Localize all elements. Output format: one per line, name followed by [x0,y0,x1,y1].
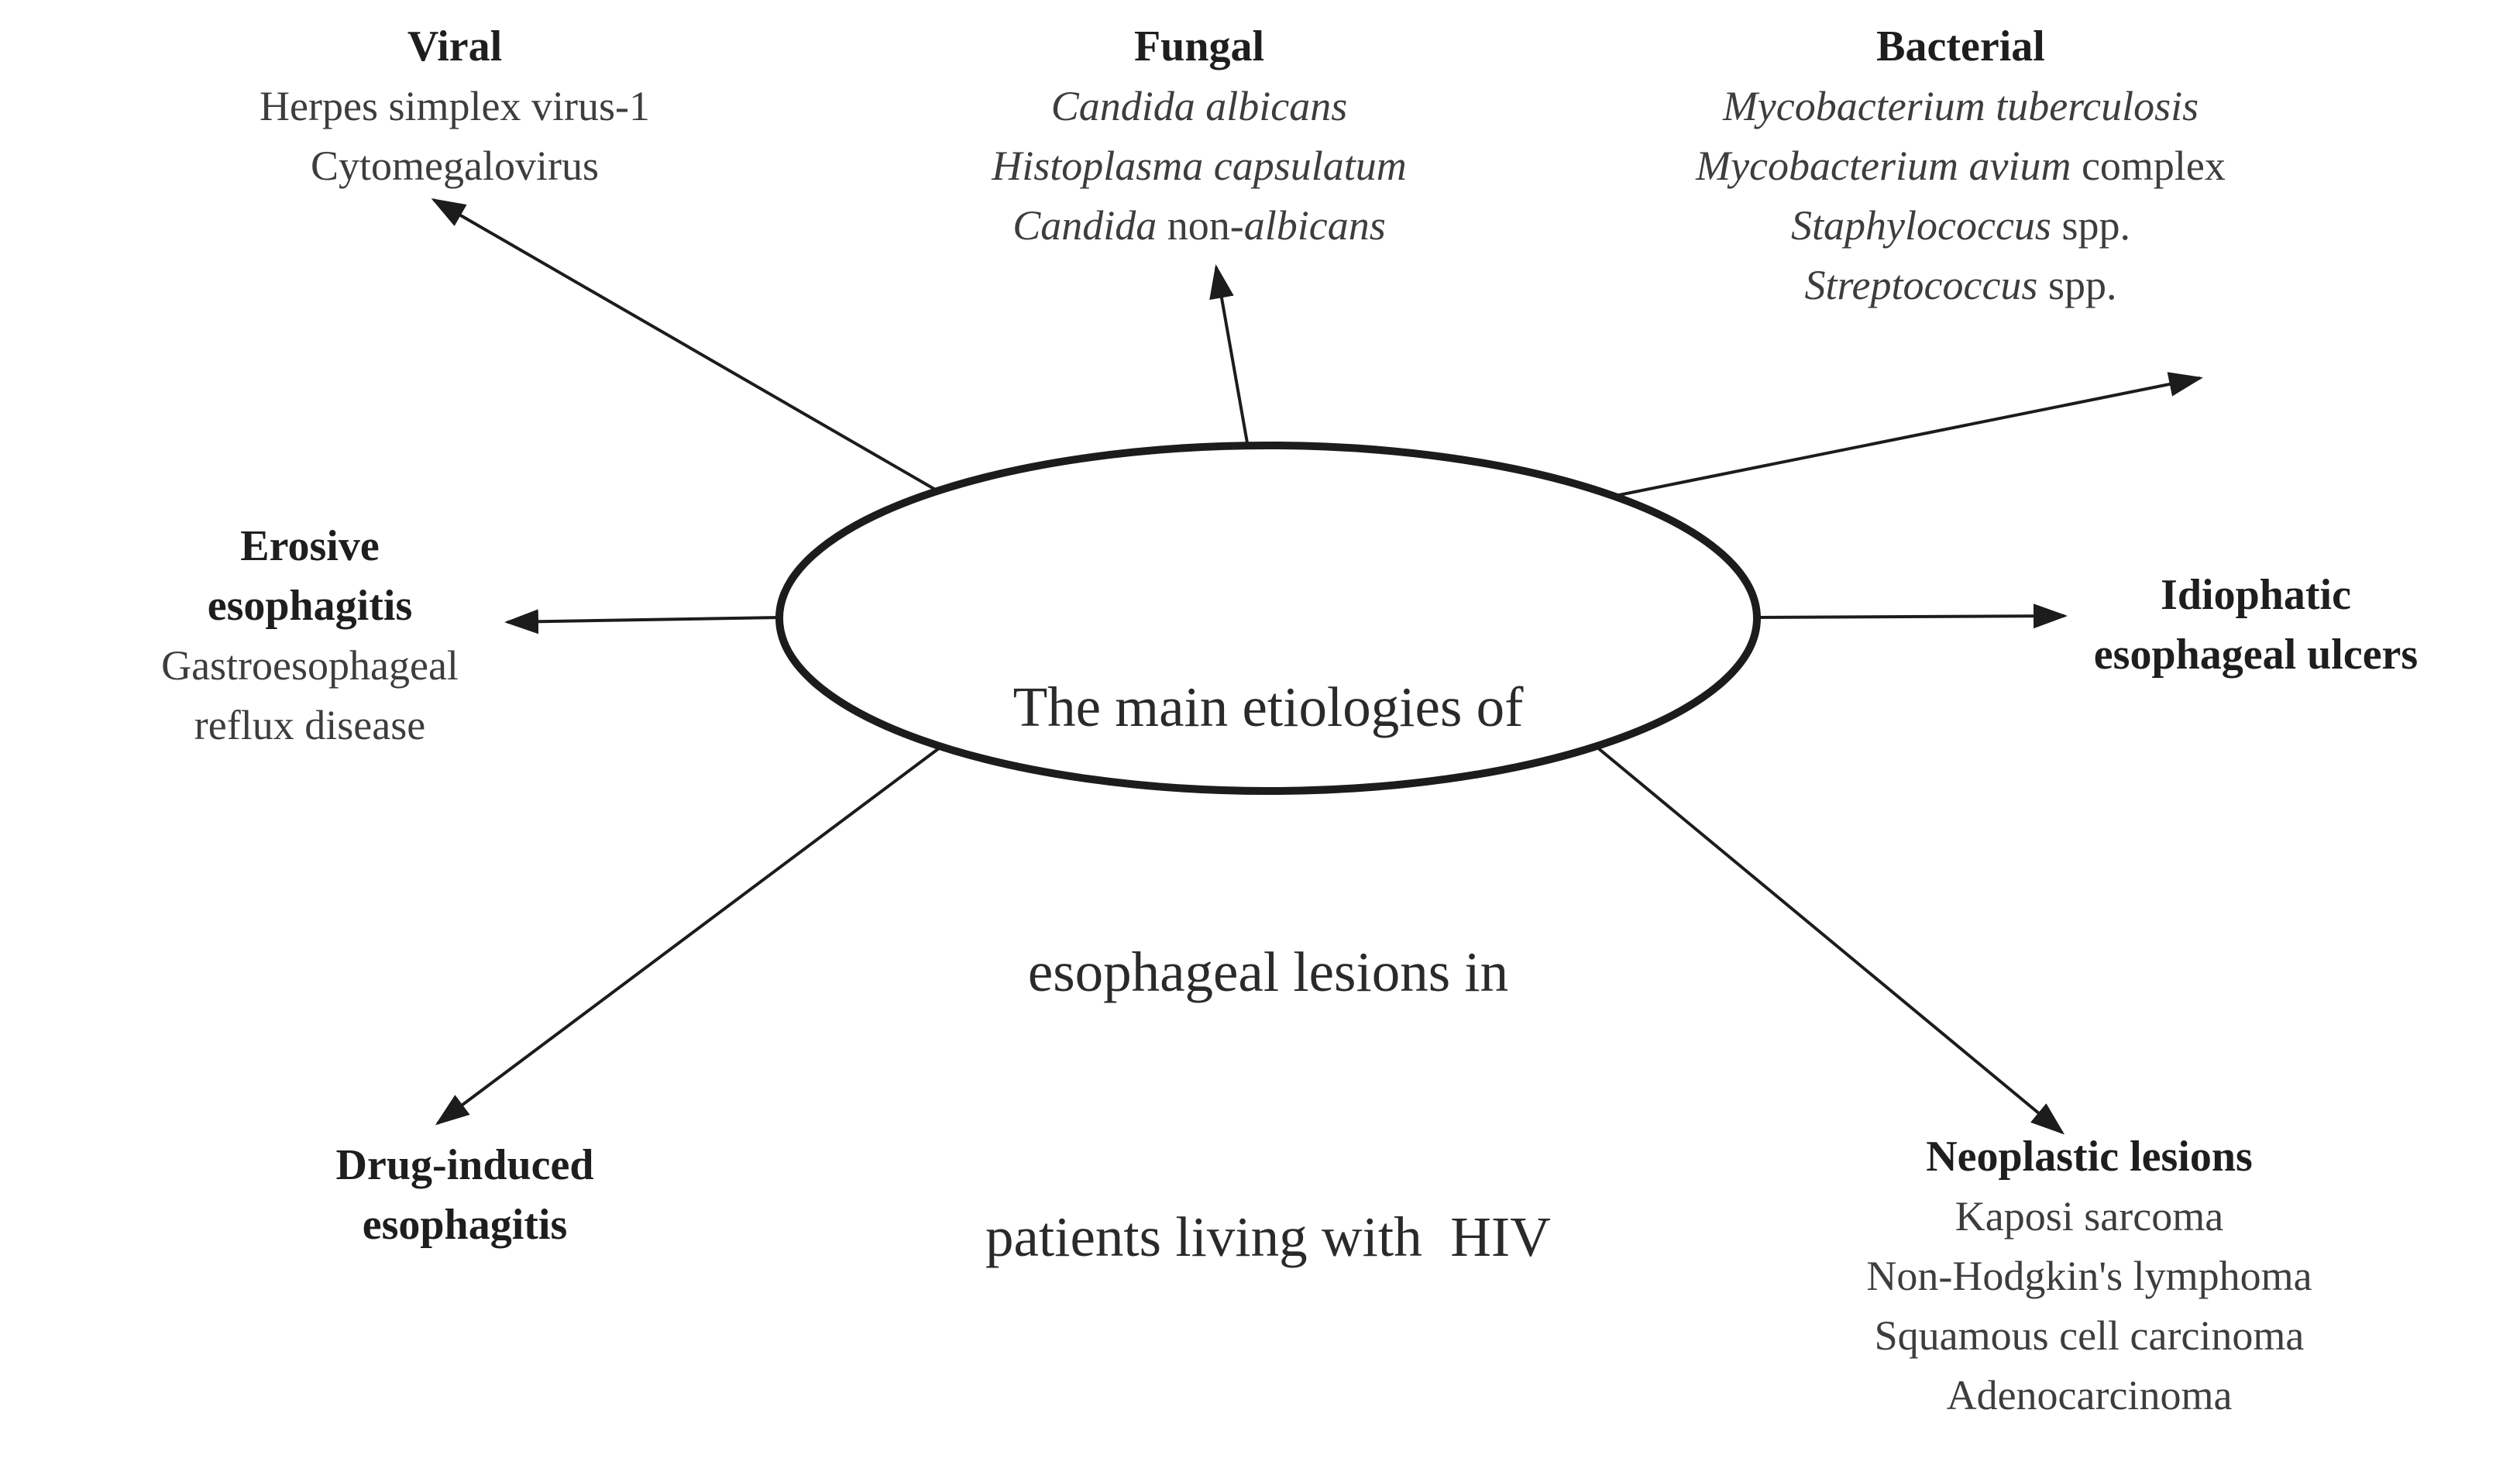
item-text: non- [1157,202,1244,249]
node-item: Gastroesophageal [161,636,459,696]
center-ellipse [775,442,1761,795]
node-item: Candida non-albicans [992,196,1407,256]
node-item: Adenocarcinoma [1866,1366,2312,1425]
item-text: Streptococcus [1804,262,2038,308]
node-item: Streptococcus spp. [1696,256,2226,315]
node-title: Idiophatic [2161,571,2351,619]
node-item: Cytomegalovirus [260,136,650,196]
node-item: Squamous cell carcinoma [1866,1306,2312,1366]
item-text: Adenocarcinoma [1946,1372,2233,1418]
node-item: Mycobacterium tuberculosis [1696,77,2226,136]
node-item: Histoplasma capsulatum [992,136,1407,196]
node-title: Viral [407,22,503,70]
node-title: Bacterial [1876,22,2045,70]
item-text: complex [2071,143,2226,189]
node-title: Drug-induced [335,1141,594,1189]
node-erosive-esophagitis: Erosive esophagitis Gastroesophageal ref… [161,517,459,755]
node-title: esophageal ulcers [2093,631,2419,679]
node-viral: Viral Herpes simplex virus-1 Cytomegalov… [260,17,650,196]
node-neoplastic-lesions: Neoplastic lesions Kaposi sarcoma Non-Ho… [1866,1127,2312,1425]
node-item: Staphylococcus spp. [1696,196,2226,256]
arrow-drug-induced [435,742,947,1126]
center-line: patients living with HIV [985,1205,1551,1268]
item-text: albicans [1243,202,1386,249]
item-text: Mycobacterium avium [1696,143,2071,189]
item-text: Squamous cell carcinoma [1874,1312,2305,1359]
arrow-viral [431,198,954,501]
node-title: Neoplastic lesions [1926,1133,2253,1181]
center-line: esophageal lesions in [1027,940,1509,1003]
node-item: reflux disease [161,696,459,755]
node-item: Candida albicans [992,77,1407,136]
node-idiopathic-ulcers: Idiophatic esophageal ulcers [2094,566,2418,685]
item-text: Gastroesophageal [161,642,459,689]
arrow-erosive [504,609,782,634]
node-item: Herpes simplex virus-1 [260,77,650,136]
center-ellipse-label: The main etiologies of esophageal lesion… [985,487,1551,1458]
item-text: spp. [2037,262,2117,308]
node-bacterial: Bacterial Mycobacterium tuberculosis Myc… [1696,17,2226,315]
item-text: Cytomegalovirus [311,143,599,189]
arrow-fungal [1209,264,1253,466]
item-text: Non-Hodgkin's lymphoma [1866,1253,2312,1299]
arrow-bacterial [1595,372,2203,501]
item-text: Staphylococcus [1791,202,2051,249]
node-item: Mycobacterium avium complex [1696,136,2226,196]
arrow-idiopathic [1755,603,2068,629]
node-fungal: Fungal Candida albicans Histoplasma caps… [992,17,1407,256]
arrow-neoplastic [1587,738,2065,1135]
node-item: Non-Hodgkin's lymphoma [1866,1247,2312,1306]
node-title: esophagitis [207,582,413,630]
item-text: Mycobacterium tuberculosis [1722,83,2199,129]
item-text: Candida albicans [1050,83,1348,129]
center-line: The main etiologies of [1012,676,1524,738]
node-title: Fungal [1133,22,1265,70]
item-text: spp. [2051,202,2130,249]
item-text: Kaposi sarcoma [1954,1193,2224,1240]
node-title: esophagitis [362,1201,568,1249]
node-drug-induced-esophagitis: Drug-induced esophagitis [336,1136,594,1255]
item-text: Histoplasma capsulatum [992,143,1407,189]
item-text: Candida [1012,202,1157,249]
node-title: Erosive [240,522,380,570]
item-text: Herpes simplex virus-1 [260,83,650,129]
node-item: Kaposi sarcoma [1866,1187,2312,1247]
item-text: reflux disease [194,702,426,748]
